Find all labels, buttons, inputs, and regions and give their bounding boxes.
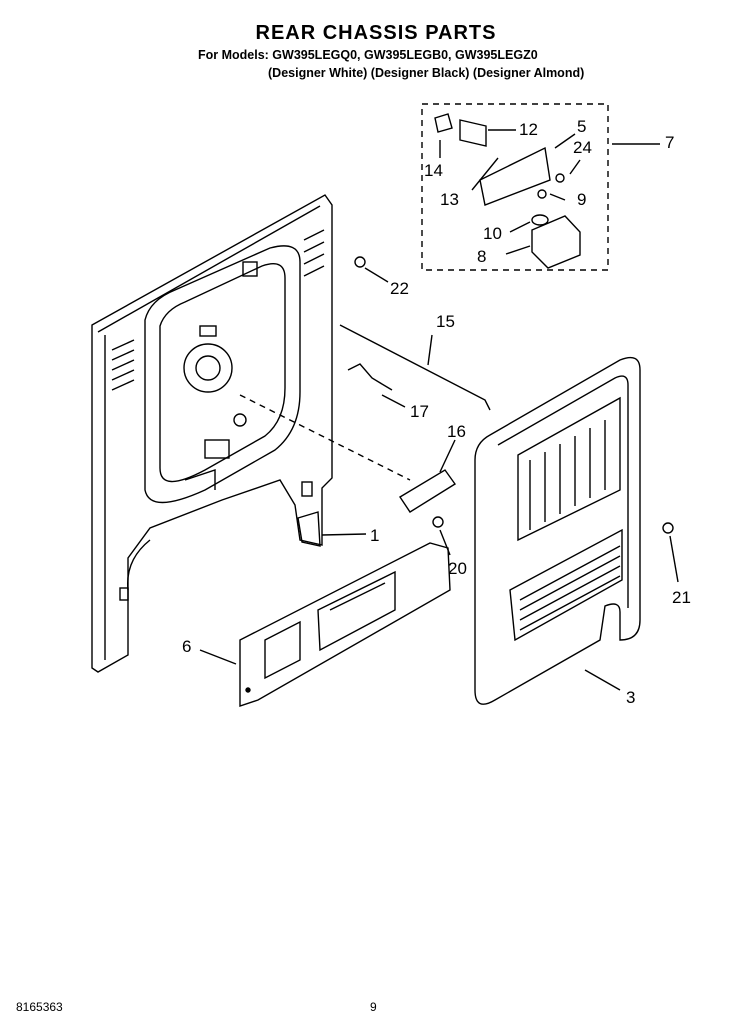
screw-9 — [537, 189, 547, 199]
lower-access-panel — [239, 542, 451, 707]
callout-6: 6 — [182, 637, 191, 656]
page-title: REAR CHASSIS PARTS — [255, 22, 497, 44]
callout-9: 9 — [577, 190, 586, 209]
callout-8: 8 — [477, 247, 486, 266]
bracket-12 — [459, 119, 487, 147]
callout-14: 14 — [424, 161, 443, 180]
callout-15: 15 — [436, 312, 455, 331]
screw-20 — [432, 516, 444, 528]
callout-3: 3 — [626, 688, 635, 707]
rod-15 — [339, 324, 491, 411]
screw-21 — [662, 522, 674, 534]
screw-24 — [555, 173, 565, 183]
document-number: 8165363 — [16, 1000, 63, 1014]
callout-13: 13 — [440, 190, 459, 209]
screw-22 — [354, 256, 366, 268]
callout-21: 21 — [672, 588, 691, 607]
callout-17: 17 — [410, 402, 429, 421]
callout-20: 20 — [448, 559, 467, 578]
callout-5: 5 — [577, 117, 586, 136]
callout-7: 7 — [665, 133, 674, 152]
colors-line: (Designer White) (Designer Black) (Desig… — [268, 66, 585, 80]
callout-22: 22 — [390, 279, 409, 298]
callout-16: 16 — [447, 422, 466, 441]
nut-14 — [434, 113, 453, 133]
callout-24: 24 — [573, 138, 592, 157]
models-line: For Models: GW395LEGQ0, GW395LEGB0, GW39… — [198, 48, 538, 62]
callout-10: 10 — [483, 224, 502, 243]
sensor-17 — [347, 363, 393, 391]
rear-chassis-panel — [91, 194, 333, 673]
terminal-block-16 — [399, 469, 457, 513]
bracket-5 — [479, 146, 551, 206]
callout-1: 1 — [370, 526, 379, 545]
assembly-7-box — [421, 103, 609, 271]
page-number: 9 — [370, 1000, 377, 1014]
rear-cover-panel — [474, 356, 641, 705]
callout-12: 12 — [519, 120, 538, 139]
block-8 — [531, 215, 581, 269]
washer-10 — [531, 214, 549, 226]
